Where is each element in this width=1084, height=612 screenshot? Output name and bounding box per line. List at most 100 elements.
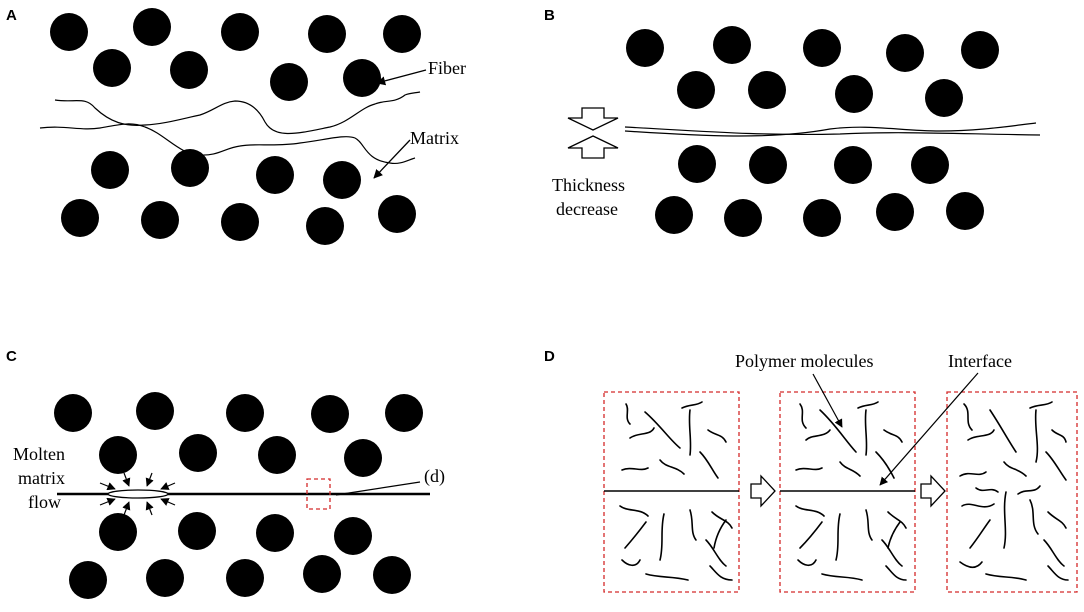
right-hollow-arrow-icon: [920, 474, 946, 508]
polymer-chain: [1029, 401, 1053, 409]
polymer-molecules-pointer: [812, 373, 843, 428]
fiber-circle: [99, 436, 137, 474]
fiber-circle: [946, 192, 984, 230]
fiber-circle: [226, 559, 264, 597]
polymer-chain: [621, 559, 641, 567]
fiber-circle: [141, 201, 179, 239]
fiber-circle: [133, 8, 171, 46]
polymer-chain: [709, 565, 733, 581]
polymer-chain: [624, 521, 647, 549]
fiber-circle: [677, 71, 715, 109]
polymer-chain: [681, 401, 703, 409]
panel-b: B Thickness decrease: [544, 7, 1041, 237]
polymer-chain: [1043, 539, 1065, 567]
fiber-circle: [99, 513, 137, 551]
detail-d-dashed-box: [306, 478, 331, 510]
fiber-circle: [749, 146, 787, 184]
polymer-chain: [835, 513, 841, 561]
stage-arrows: [750, 474, 946, 508]
molten-matrix-ellipse: [107, 489, 169, 499]
fiber-circle: [835, 75, 873, 113]
polymer-chain: [881, 539, 903, 567]
polymer-chain: [961, 503, 995, 508]
fiber-circle: [306, 207, 344, 245]
fiber-circle: [226, 394, 264, 432]
polymer-chain: [645, 573, 689, 581]
polymer-chains: [619, 401, 1069, 581]
interface-pointer: [879, 372, 979, 486]
polymer-chain: [799, 521, 823, 549]
fiber-circle: [383, 15, 421, 53]
stage-3-box: [946, 391, 1078, 593]
fiber-circle: [724, 199, 762, 237]
polymer-chain: [689, 509, 697, 541]
polymer-chain: [1051, 429, 1067, 443]
fiber-circle: [258, 436, 296, 474]
fiber-circle: [54, 394, 92, 432]
polymer-chain: [805, 429, 831, 441]
fiber-circle: [925, 79, 963, 117]
polymer-chain: [967, 429, 995, 441]
matrix-arrow: [373, 139, 411, 179]
fiber-circle: [344, 439, 382, 477]
stage-1-box: [603, 391, 740, 593]
polymer-chain: [625, 403, 631, 425]
fiber-circle: [655, 196, 693, 234]
fiber-circle: [221, 203, 259, 241]
fiber-circle: [378, 195, 416, 233]
polymer-molecules-label: Polymer molecules: [735, 351, 873, 371]
polymer-chain: [1034, 409, 1039, 463]
matrix-boundary-line-lower: [39, 123, 416, 165]
polymer-chain: [1047, 511, 1067, 529]
polymer-chain: [1045, 451, 1067, 481]
molten-label-line1: Molten: [13, 444, 65, 464]
fiber-circle: [256, 156, 294, 194]
fiber-circle: [308, 15, 346, 53]
fiber-circle: [678, 145, 716, 183]
fiber-circle: [270, 63, 308, 101]
polymer-chain: [659, 513, 665, 561]
panel-c: C (d) Molten matrix flow: [6, 348, 445, 599]
polymer-chain: [885, 565, 907, 581]
panel-d: D Polymer molecules Interface: [544, 348, 1078, 593]
fiber-circle: [748, 71, 786, 109]
fiber-circle: [69, 561, 107, 599]
fiber-circle: [221, 13, 259, 51]
molten-label-line2: matrix: [18, 468, 65, 488]
fiber-circle: [256, 514, 294, 552]
fiber-circle: [61, 199, 99, 237]
polymer-chain: [699, 451, 719, 479]
polymer-chain: [799, 403, 807, 429]
polymer-chain: [887, 521, 901, 549]
panel-a-letter: A: [6, 7, 17, 24]
polymer-chain: [975, 487, 999, 493]
fiber-label: Fiber: [428, 58, 466, 78]
polymer-chain: [1017, 485, 1041, 495]
panel-a: A Fiber Matrix: [6, 7, 466, 245]
fiber-circle: [303, 555, 341, 593]
fiber-circle: [373, 556, 411, 594]
fiber-circle: [136, 392, 174, 430]
fiber-circle: [834, 146, 872, 184]
fiber-circle: [385, 394, 423, 432]
fiber-circle: [179, 434, 217, 472]
panel-d-letter: D: [544, 348, 555, 365]
polymer-chain: [1029, 499, 1039, 535]
molten-flow-arrows: [99, 472, 176, 516]
polymer-chain: [619, 505, 649, 517]
panel-a-fibers: [50, 8, 421, 245]
fiber-circle: [170, 51, 208, 89]
panel-a-matrix-boundaries: [39, 91, 421, 165]
thickness-label-line2: decrease: [556, 199, 618, 219]
thickness-label-line1: Thickness: [552, 175, 625, 195]
fiber-circle: [343, 59, 381, 97]
fiber-arrow: [376, 69, 427, 86]
polymer-chain: [707, 429, 727, 443]
fiber-circle: [146, 559, 184, 597]
polymer-chain: [959, 561, 983, 569]
fiber-circle: [911, 146, 949, 184]
fiber-circle: [876, 193, 914, 231]
polymer-chain: [989, 409, 1017, 453]
fiber-circle: [91, 151, 129, 189]
